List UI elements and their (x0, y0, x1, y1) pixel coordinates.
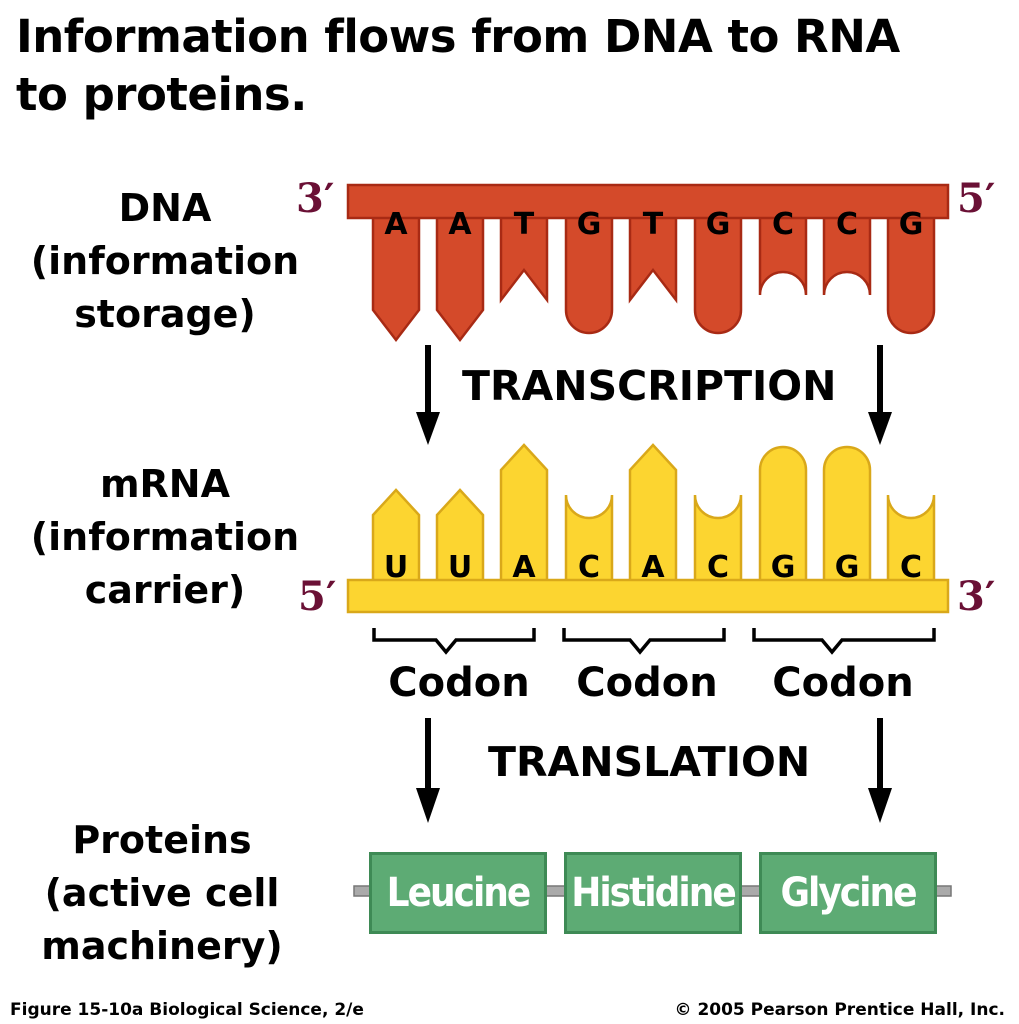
mrna-3prime-end: 3′ (957, 573, 996, 620)
codon-label-2: Codon (576, 660, 718, 706)
dna-base-letter-4: G (577, 207, 602, 242)
proteins-label-line3: machinery) (41, 924, 283, 968)
title-line-2: to proteins. (16, 68, 307, 121)
mrna-backbone (346, 578, 950, 614)
dna-label-line3: storage) (74, 292, 256, 336)
dna-base-8 (822, 193, 872, 296)
dna-3prime-end: 3′ (296, 175, 335, 222)
mrna-label-line1: mRNA (99, 462, 231, 506)
arrow-head (868, 788, 892, 823)
mrna-base-9 (886, 494, 936, 592)
codon-label-3: Codon (772, 660, 914, 706)
codon-label-1: Codon (388, 660, 530, 706)
dna-label: DNA (information storage) (0, 182, 335, 341)
dna-base-letter-2: A (448, 207, 472, 242)
dna-base-letter-8: C (836, 207, 858, 242)
proteins-label: Proteins (active cell machinery) (0, 814, 332, 973)
dna-label-line1: DNA (118, 186, 212, 230)
mrna-base-6 (693, 494, 743, 592)
mrna-5prime-end: 5′ (298, 573, 337, 620)
mrna-base-7 (758, 445, 808, 592)
amino-acid-histidine: Histidine (564, 852, 742, 934)
mrna-label-line2: (information (30, 515, 300, 559)
codon-brackets (372, 628, 936, 655)
translation-label: TRANSLATION (488, 738, 811, 786)
mrna-base-letter-7: G (771, 550, 796, 585)
mrna-base-letter-8: G (835, 550, 860, 585)
dna-base-4 (564, 193, 614, 335)
figure-caption: Figure 15-10a Biological Science, 2/e (10, 1000, 364, 1020)
proteins-label-line2: (active cell (44, 871, 280, 915)
mrna-base-letter-5: A (641, 550, 665, 585)
dna-base-letter-1: A (384, 207, 408, 242)
dna-base-7 (758, 193, 808, 296)
transcription-label: TRANSCRIPTION (462, 362, 837, 410)
dna-5prime-end: 5′ (957, 175, 996, 222)
dna-base-6 (693, 193, 743, 335)
dna-base-letter-3: T (514, 207, 535, 242)
mrna-base-8 (822, 445, 872, 592)
codon-bracket-3 (752, 628, 936, 655)
dna-base-letter-5: T (643, 207, 664, 242)
figure-title: Information flows from DNA to RNA to pro… (16, 8, 900, 124)
amino-acid-glycine: Glycine (759, 852, 937, 934)
codon-bracket-2 (562, 628, 726, 655)
mrna-base-letter-2: U (448, 550, 472, 585)
mrna-label-line3: carrier) (84, 568, 246, 612)
arrow-head (416, 788, 440, 823)
title-line-1: Information flows from DNA to RNA (16, 10, 900, 63)
dna-base-9 (886, 193, 936, 335)
dna-base-letter-7: C (772, 207, 794, 242)
mrna-base-4 (564, 494, 614, 592)
arrow-head (868, 412, 892, 445)
transcription-arrows (416, 345, 892, 445)
dna-backbone (346, 183, 950, 220)
arrow-head (416, 412, 440, 445)
mrna-base-letter-9: C (900, 550, 922, 585)
dna-base-letter-9: G (899, 207, 924, 242)
mrna-base-letter-6: C (707, 550, 729, 585)
dna-label-line2: (information (30, 239, 300, 283)
translation-arrows (416, 718, 892, 823)
chain-link-right (934, 885, 952, 897)
dna-base-letter-6: G (706, 207, 731, 242)
mrna-base-letter-3: A (512, 550, 536, 585)
proteins-label-line1: Proteins (72, 818, 252, 862)
codon-bracket-1 (372, 628, 536, 655)
copyright-notice: © 2005 Pearson Prentice Hall, Inc. (674, 1000, 1005, 1020)
mrna-label: mRNA (information carrier) (0, 458, 335, 617)
mrna-base-letter-4: C (578, 550, 600, 585)
mrna-base-letter-1: U (384, 550, 408, 585)
amino-acid-leucine: Leucine (369, 852, 547, 934)
